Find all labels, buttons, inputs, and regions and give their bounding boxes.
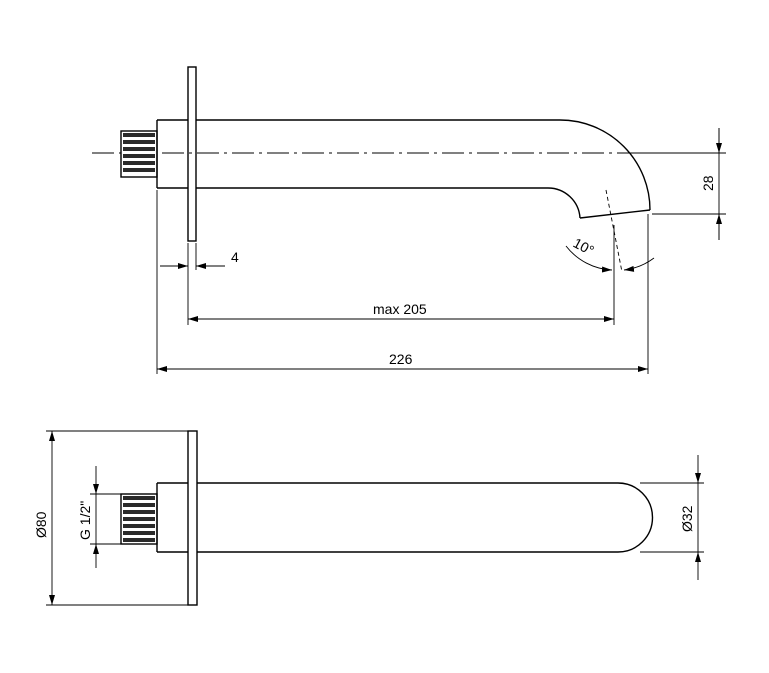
dim-total-length: 226	[389, 351, 413, 367]
wall-flange-top	[187, 430, 198, 606]
dim-angle-arc-right	[623, 257, 655, 272]
dim-thread: G 1/2"	[77, 501, 93, 540]
dim-height: 28	[700, 175, 716, 191]
dim-max-length: max 205	[373, 301, 427, 317]
thread-connector	[120, 130, 158, 178]
flange-collar-top	[156, 482, 188, 553]
spout-outlet	[579, 209, 651, 219]
side-view: 4 max 205 226 28 10°	[92, 66, 726, 374]
wall-flange	[187, 66, 197, 242]
dim-flange-thickness: 4	[231, 249, 239, 265]
spout-outline-top	[197, 482, 654, 553]
dim-flange-diameter: Ø80	[33, 511, 49, 538]
dim-angle-arc	[565, 245, 613, 273]
spout-outline	[196, 119, 651, 219]
flange-collar	[156, 119, 188, 189]
dim-spout-diameter: Ø32	[679, 505, 695, 532]
top-view: Ø80 G 1/2" Ø32	[33, 430, 704, 606]
thread-connector-top	[120, 493, 158, 545]
